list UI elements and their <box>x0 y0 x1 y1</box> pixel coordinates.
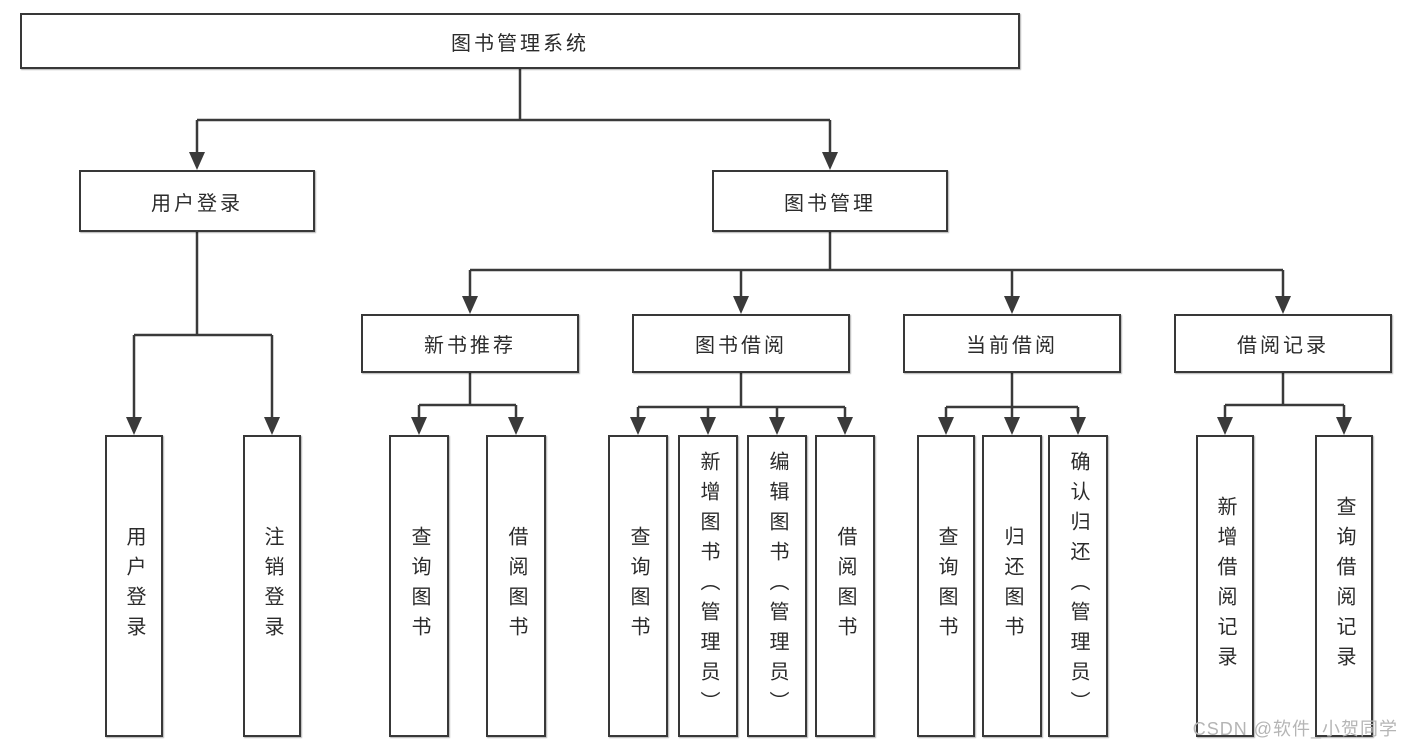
leaf-query-books-3: 查询图书 <box>917 435 975 737</box>
leaf-return-books: 归还图书 <box>982 435 1042 737</box>
leaf-borrow-books-2: 借阅图书 <box>815 435 875 737</box>
node-book-borrow: 图书借阅 <box>632 314 850 373</box>
csdn-watermark: CSDN @软件_小贺同学 <box>1192 719 1398 739</box>
connector-root-to-level2 <box>195 69 832 154</box>
node-book-management: 图书管理 <box>712 170 948 232</box>
leaf-query-borrow-record: 查询借阅记录 <box>1315 435 1373 737</box>
connector-borrow-record-children <box>1223 373 1346 419</box>
node-current-borrow: 当前借阅 <box>903 314 1121 373</box>
leaf-add-borrow-record: 新增借阅记录 <box>1196 435 1254 737</box>
connector-book-borrow-children <box>636 373 847 419</box>
connector-new-book-children <box>417 373 518 419</box>
leaf-query-books-1: 查询图书 <box>389 435 449 737</box>
leaf-user-login: 用户登录 <box>105 435 163 737</box>
leaf-query-books-2: 查询图书 <box>608 435 668 737</box>
node-library-management-system: 图书管理系统 <box>20 13 1020 69</box>
connector-current-borrow-children <box>944 373 1080 419</box>
node-borrow-record: 借阅记录 <box>1174 314 1392 373</box>
connector-book-mgmt-to-level3 <box>468 232 1285 298</box>
node-new-book-recommend: 新书推荐 <box>361 314 579 373</box>
leaf-confirm-return-admin: 确认归还（管理员） <box>1048 435 1108 737</box>
leaf-add-books-admin: 新增图书（管理员） <box>678 435 738 737</box>
leaf-borrow-books-1: 借阅图书 <box>486 435 546 737</box>
leaf-edit-books-admin: 编辑图书（管理员） <box>747 435 807 737</box>
node-user-login: 用户登录 <box>79 170 315 232</box>
leaf-logout: 注销登录 <box>243 435 301 737</box>
connector-user-login-children <box>132 232 274 419</box>
